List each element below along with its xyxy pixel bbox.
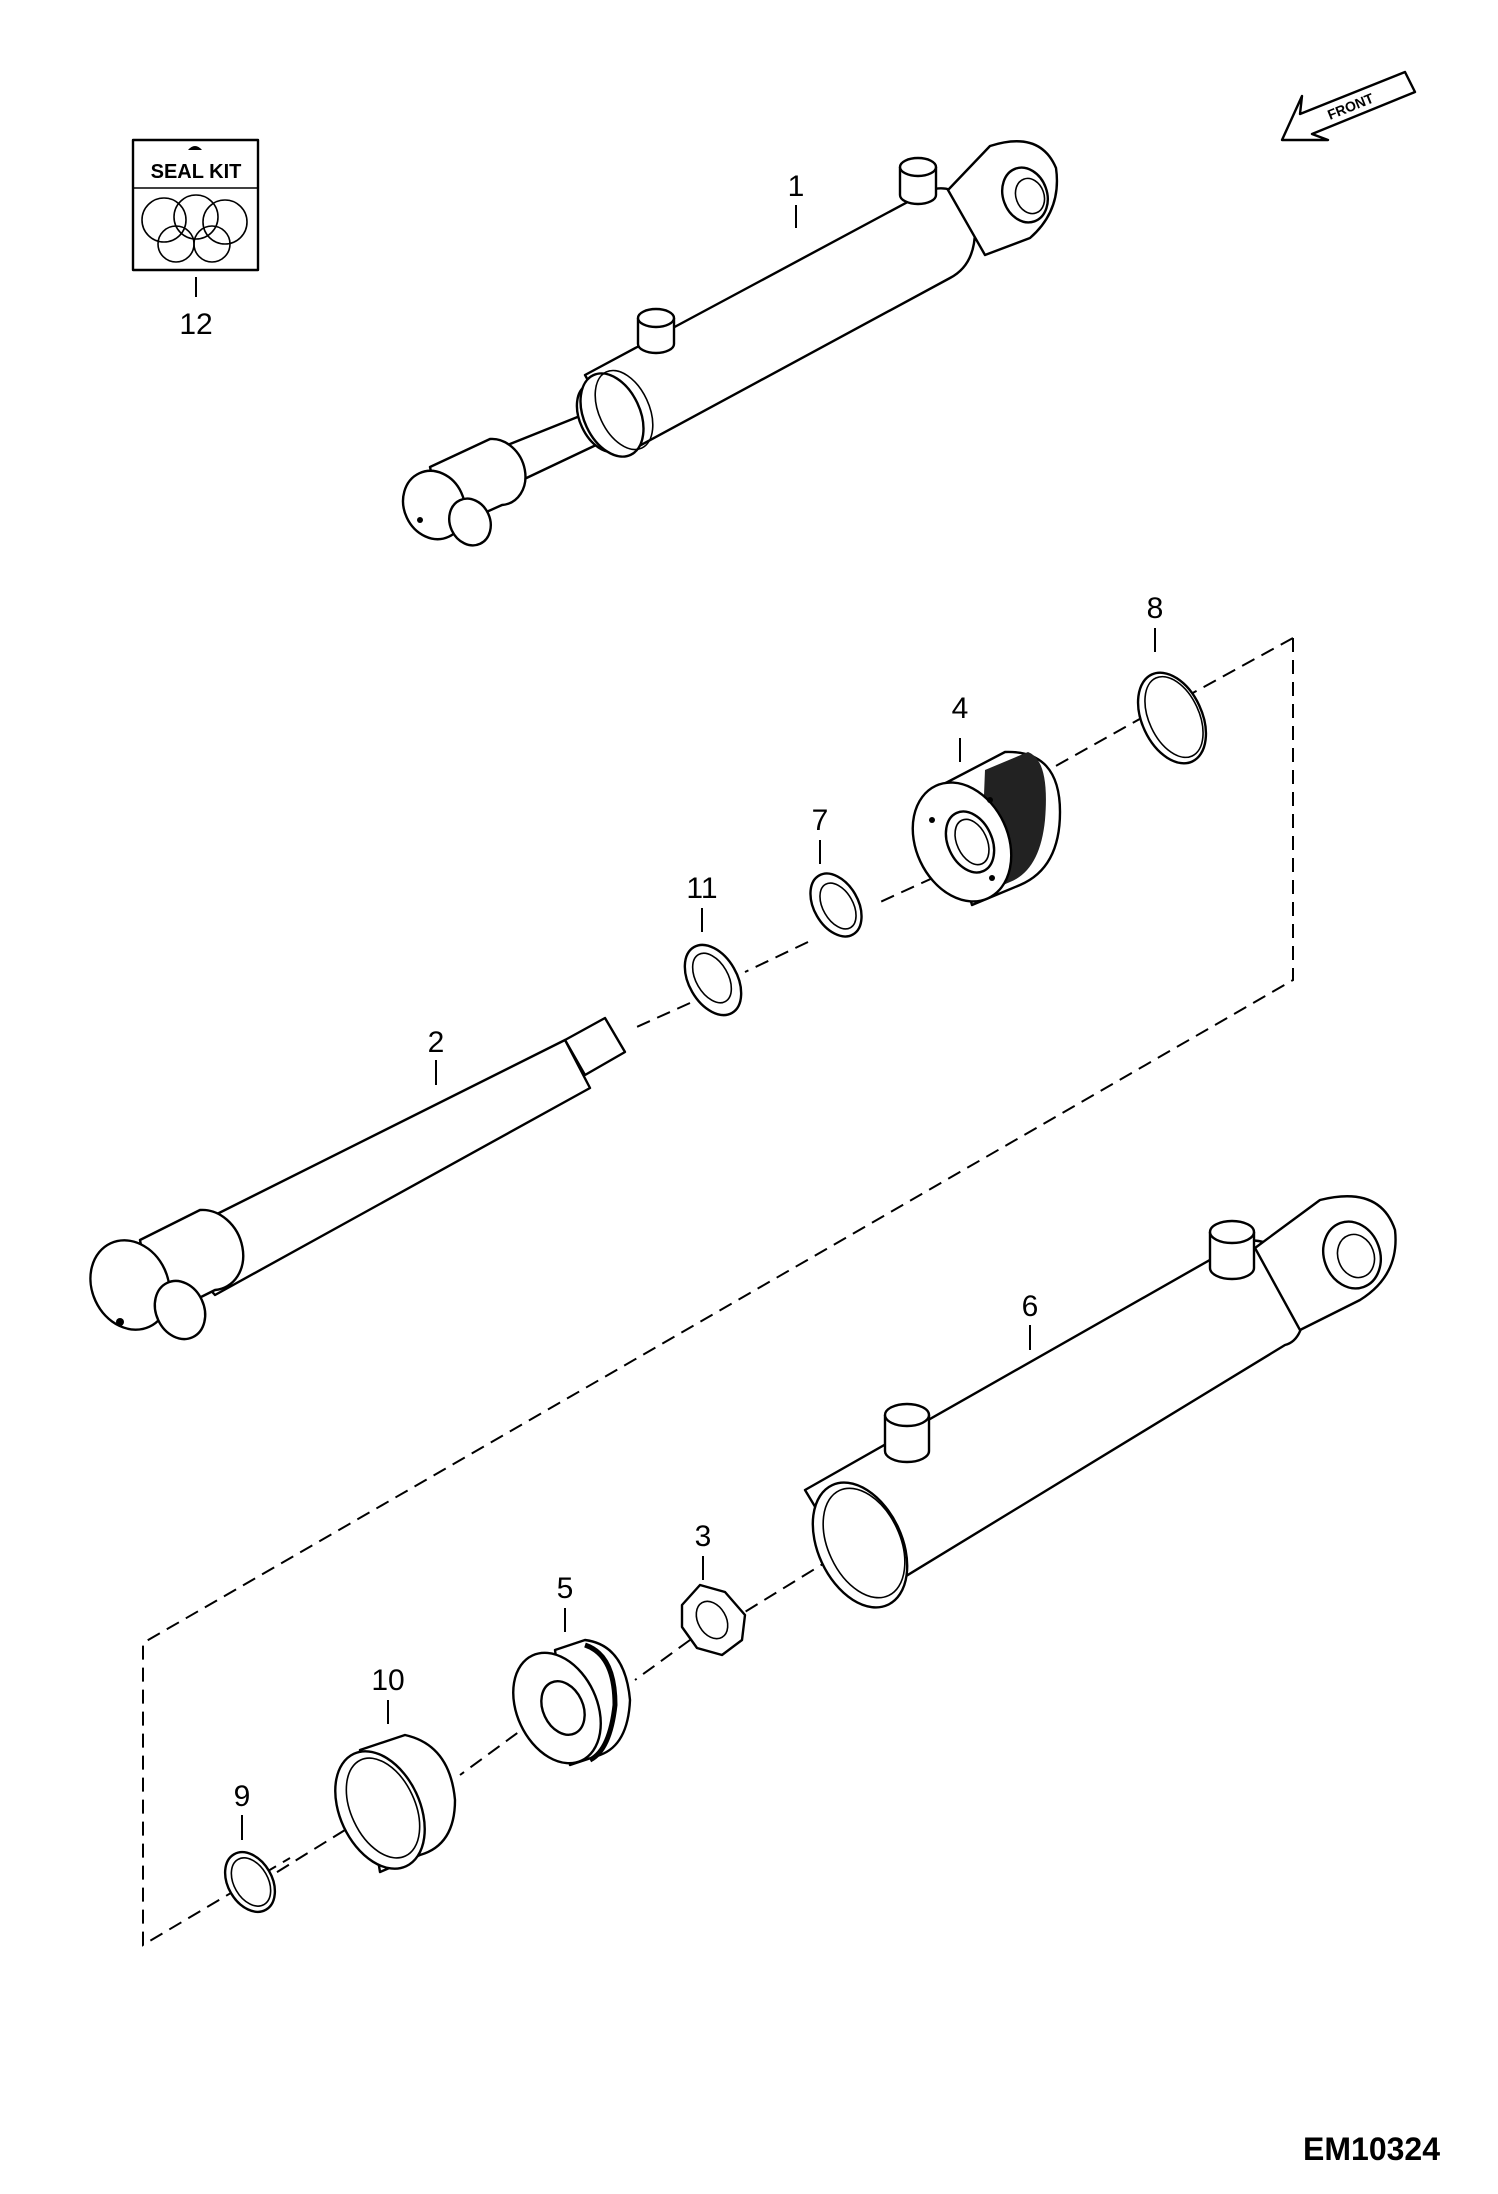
- part-3-nut: [680, 1583, 747, 1657]
- callout-2: 2: [428, 1026, 445, 1059]
- callout-8: 8: [1147, 592, 1164, 625]
- callout-5: 5: [557, 1572, 574, 1605]
- callout-7: 7: [812, 804, 829, 837]
- part-10-wear-ring: [334, 1733, 457, 1874]
- callout-3: 3: [695, 1520, 712, 1553]
- part-5-piston: [512, 1638, 632, 1767]
- exploded-view-outline: [142, 637, 1294, 1947]
- callout-9: 9: [234, 1780, 251, 1813]
- front-arrow-icon: FRONT: [1280, 70, 1417, 142]
- drawing-code: EM10324: [1303, 2131, 1440, 2167]
- part-11-wiper: [683, 943, 743, 1017]
- part-8-o-ring: [1136, 671, 1208, 765]
- seal-kit-box: SEAL KIT: [131, 138, 260, 272]
- part-2-rod: [89, 1016, 627, 1341]
- part-4-head: [911, 750, 1062, 907]
- o-rings-icon: [141, 194, 248, 263]
- seal-kit-label: SEAL KIT: [151, 161, 242, 183]
- cylinder-assembly: [401, 140, 1059, 547]
- callout-12: 12: [179, 308, 212, 341]
- part-7-seal: [809, 872, 863, 938]
- part-9-o-ring: [223, 1850, 277, 1914]
- callout-4: 4: [952, 692, 969, 725]
- callout-1: 1: [788, 170, 805, 203]
- callout-10: 10: [371, 1664, 404, 1697]
- callout-6: 6: [1022, 1290, 1039, 1323]
- part-6-barrel: [803, 1195, 1397, 1609]
- callout-11: 11: [686, 872, 717, 905]
